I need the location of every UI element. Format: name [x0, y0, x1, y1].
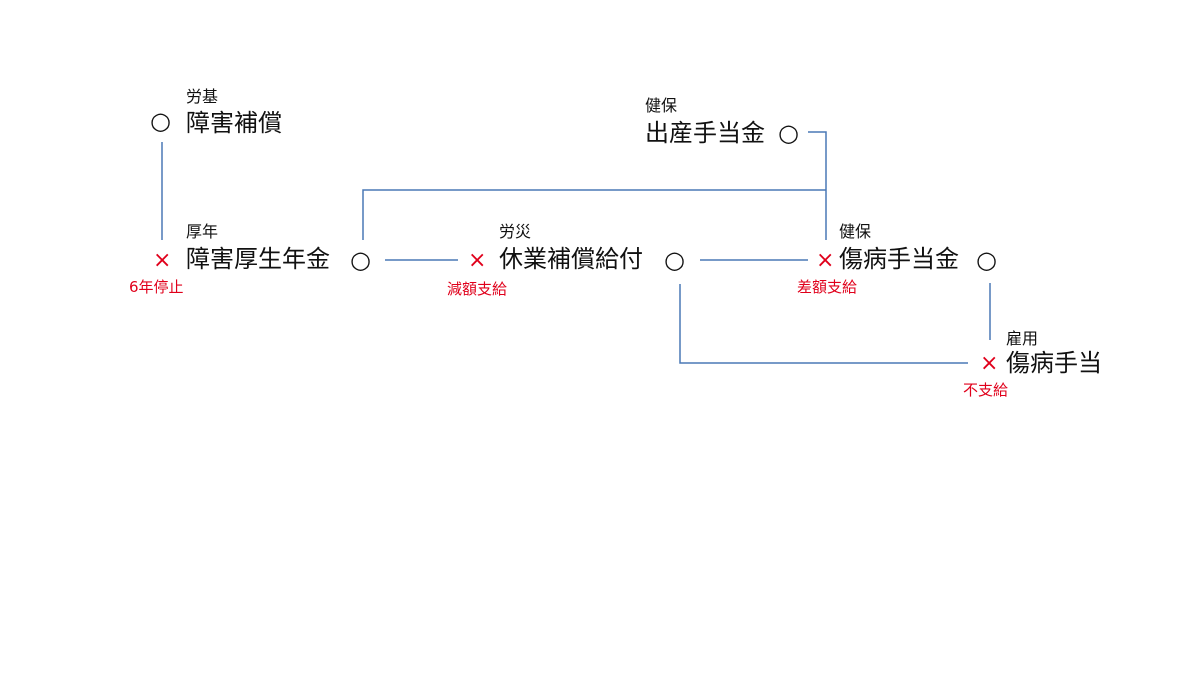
status-cross-shoubyou-koyou: ×	[980, 351, 999, 376]
category-label-shoubyou-kenpo: 健保	[839, 222, 872, 241]
node-name-shoubyou-kenpo: 傷病手当金	[839, 245, 959, 273]
category-label-rousai: 労災	[499, 222, 532, 241]
category-label-shoubyou-koyou: 雇用	[1006, 329, 1039, 348]
node-name-rousai: 休業補償給付	[499, 245, 643, 273]
connector-shussan-shoubyou-kenpo	[808, 131, 827, 240]
status-cross-kouseinenkin: ×	[153, 248, 172, 273]
category-label-kouseinenkin: 厚年	[186, 222, 219, 241]
connector-kouseinenkin-shoubyou-kenpo	[362, 189, 826, 240]
status-circle-kouseinenkin: ○	[350, 246, 371, 274]
status-cross-shoubyou-kenpo: ×	[816, 248, 835, 273]
category-label-shussan: 健保	[645, 96, 678, 115]
note-shoubyou-koyou: 不支給	[963, 381, 1009, 399]
status-circle-shoubyou-kenpo: ○	[976, 246, 997, 274]
node-name-rouki: 障害補償	[186, 109, 282, 137]
node-name-kouseinenkin: 障害厚生年金	[186, 245, 330, 273]
status-circle-shussan: ○	[778, 119, 799, 147]
note-kouseinenkin: 6年停止	[129, 278, 184, 296]
node-name-shoubyou-koyou: 傷病手当	[1006, 349, 1102, 377]
status-circle-rouki: ○	[150, 107, 171, 135]
node-name-shussan: 出産手当金	[645, 119, 765, 147]
status-cross-rousai: ×	[468, 248, 487, 273]
note-shoubyou-kenpo: 差額支給	[797, 278, 858, 296]
category-label-rouki: 労基	[186, 87, 219, 106]
note-rousai: 減額支給	[447, 280, 508, 298]
connector-rousai-shoubyou-koyou	[679, 284, 968, 364]
status-circle-rousai: ○	[664, 246, 685, 274]
